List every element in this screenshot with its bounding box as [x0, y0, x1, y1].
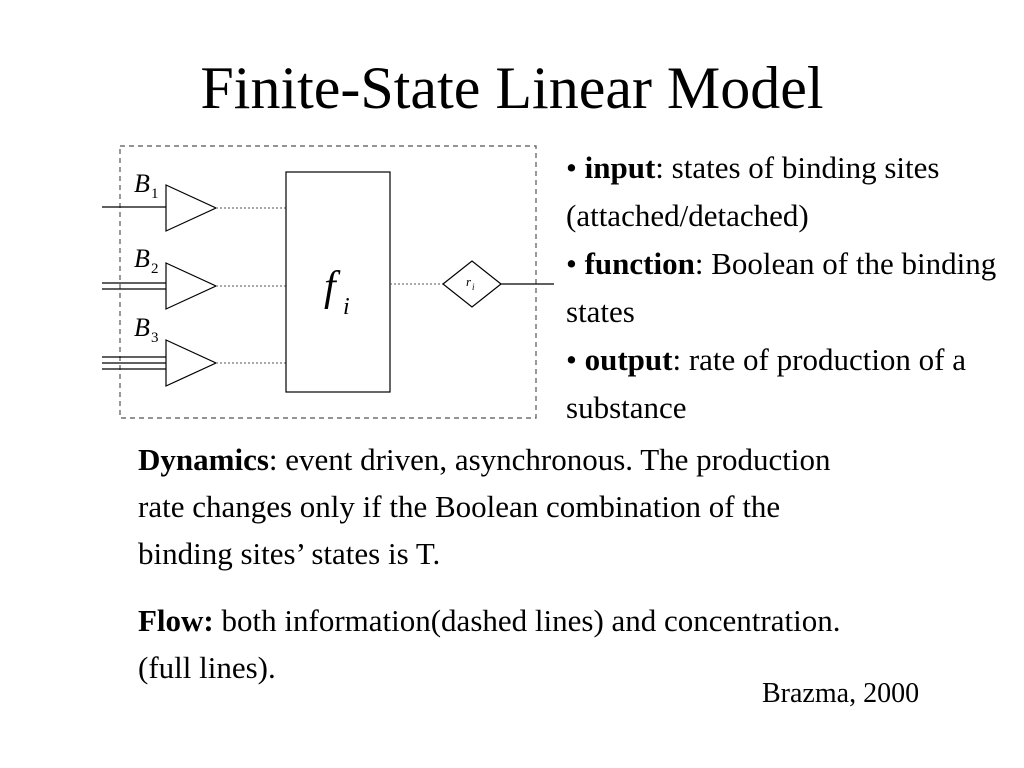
bullet-list: • input: states of binding sites (attach…	[566, 144, 1006, 432]
bullet-function: • function: Boolean of the binding state…	[566, 246, 997, 329]
model-boundary	[119, 145, 537, 419]
input-label-b2: B	[134, 244, 150, 273]
bullet-output: • output: rate of production of a substa…	[566, 342, 967, 425]
bullet-text: : states of binding sites (attached/deta…	[566, 150, 940, 233]
bullet-term: input	[584, 150, 656, 185]
flow-paragraph: Flow: both information(dashed lines) and…	[138, 597, 878, 691]
input-sub-b2: 2	[151, 261, 159, 277]
bullet-input: • input: states of binding sites (attach…	[566, 150, 940, 233]
bullet-text: : Boolean of the binding states	[566, 246, 997, 329]
function-box	[285, 171, 391, 393]
buffer-b3	[165, 339, 218, 387]
flow-term: Flow:	[138, 603, 214, 638]
citation: Brazma, 2000	[762, 678, 920, 709]
input-sub-b1: 1	[151, 186, 159, 202]
function-sub: i	[343, 294, 350, 320]
slide-title: Finite-State Linear Model	[200, 55, 824, 121]
bullet-term: function	[584, 246, 695, 281]
output-sub: i	[472, 282, 475, 292]
buffer-b1	[165, 184, 218, 232]
dynamics-paragraph: Dynamics: event driven, asynchronous. Th…	[138, 436, 878, 577]
dynamics-term: Dynamics	[138, 442, 269, 477]
input-label-b3: B	[134, 313, 150, 342]
input-label-b1: B	[134, 169, 150, 198]
flow-text: both information(dashed lines) and conce…	[138, 603, 841, 685]
bullet-term: output	[584, 342, 673, 377]
buffer-b2	[165, 262, 218, 310]
output-label: r	[466, 274, 472, 289]
dynamics-text: : event driven, asynchronous. The produc…	[138, 442, 831, 571]
bullet-text: : rate of production of a substance	[566, 342, 967, 425]
fslm-diagram: B 1 B 2 B 3 f i r i	[102, 145, 554, 419]
input-sub-b3: 3	[151, 330, 159, 346]
